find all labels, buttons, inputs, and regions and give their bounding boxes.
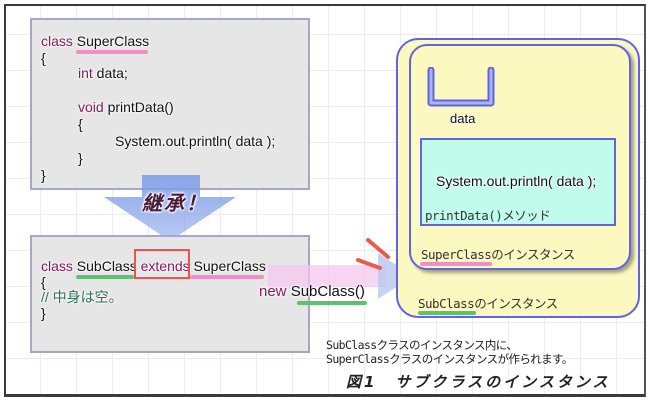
new-subclass-underline [297, 301, 367, 305]
subclass-instance-underline [418, 311, 476, 315]
instance-suffix: のインスタンス [491, 247, 575, 262]
superclass-instance-underline [420, 262, 492, 266]
superclass-line-8: } [41, 167, 46, 183]
superclass-line-4: void printData() [78, 99, 174, 115]
method-decl: printData() [103, 99, 174, 115]
field-label: data [450, 111, 476, 126]
subclass-comment: // 中身は空。 [41, 289, 123, 305]
subclass-line-1: class SubClass extends SuperClass [41, 258, 266, 274]
note-line-1: SubClassクラスのインスタンス内に、 [326, 338, 518, 352]
method-box [420, 138, 616, 226]
superclass-line-3: int data; [78, 65, 128, 81]
superclass-line-1: class SuperClass [41, 33, 149, 49]
superclass-line-7: } [78, 150, 83, 166]
superclass-line-6: System.out.println( data ); [115, 133, 276, 149]
subclass-name-underline [76, 275, 134, 279]
note-line-2: SuperClassクラスのインスタンスが作られます。 [326, 352, 573, 366]
extends-highlight-box [134, 249, 190, 279]
field-container-icon [427, 67, 495, 107]
superclass-line-5: { [78, 116, 83, 132]
keyword-int: int [78, 65, 93, 81]
constructor-call: SubClass() [290, 283, 365, 300]
keyword-extends: extends [140, 258, 190, 274]
class-name: SuperClass [76, 33, 150, 49]
superclass-ref: SuperClass [193, 258, 266, 274]
field-decl: data; [92, 65, 128, 81]
instantiation-arrow-icon [268, 235, 413, 299]
method-code: System.out.println( data ); [436, 173, 597, 189]
keyword-void: void [78, 99, 104, 115]
superclass-name-underline [76, 50, 148, 54]
subclass-line-4: } [41, 305, 46, 321]
superclass-ref-underline [190, 275, 264, 279]
subclass-code-box [30, 235, 310, 353]
method-label: printData()メソッド [425, 208, 551, 223]
keyword-class: class [41, 258, 73, 274]
new-expression: new SubClass() [259, 284, 365, 300]
superclass-instance-label: SuperClassのインスタンス [421, 244, 575, 263]
subclass-line-2: { [41, 274, 46, 290]
subclass-name: SubClass [76, 258, 137, 274]
superclass-instance-name: SuperClass [421, 247, 492, 262]
instance-suffix: のインスタンス [474, 296, 558, 311]
subclass-instance-name: SubClass [418, 296, 475, 311]
keyword-new: new [259, 283, 287, 300]
keyword-class: class [41, 33, 73, 49]
subclass-instance-label: SubClassのインスタンス [418, 293, 558, 312]
superclass-line-2: { [41, 50, 46, 66]
inheritance-label: 継承！ [142, 193, 208, 215]
inheritance-arrow-icon [104, 175, 236, 241]
figure-caption: 図1 サブクラスのインスタンス [346, 373, 611, 391]
